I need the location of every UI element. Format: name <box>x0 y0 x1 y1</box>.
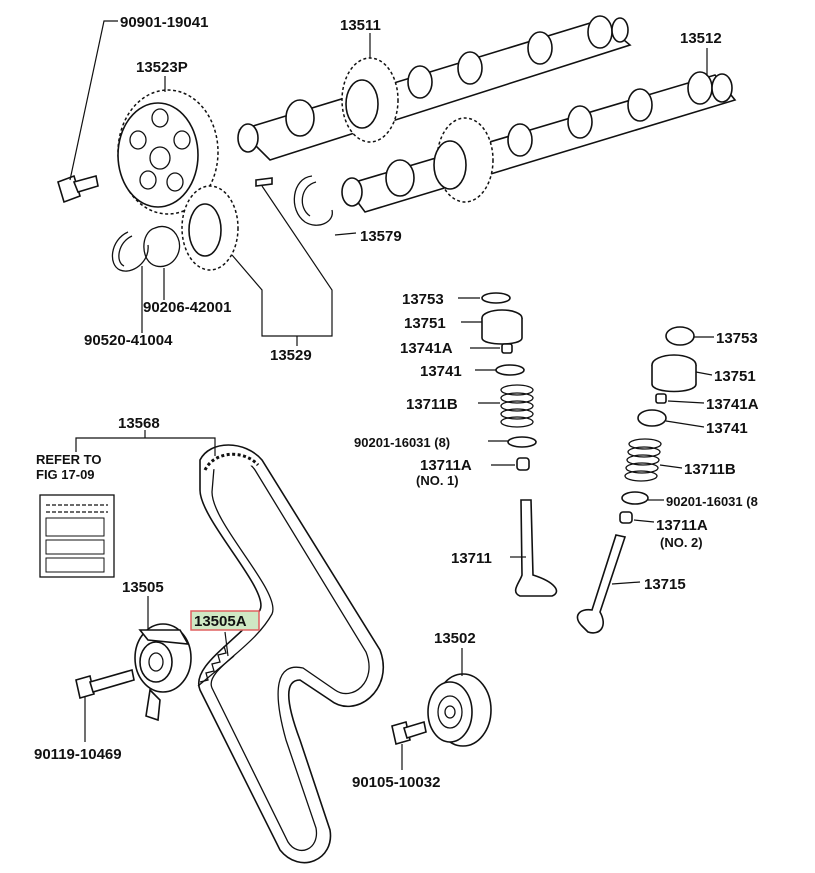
cam-gear-13511[interactable] <box>341 57 399 143</box>
bolt-90901-19041[interactable] <box>57 174 99 204</box>
timing-belt-13568[interactable] <box>197 444 385 864</box>
leader-lines-top <box>69 20 708 346</box>
label-90901-19041[interactable]: 90901-19041 <box>120 14 208 31</box>
guide-13711A-left[interactable] <box>516 457 530 471</box>
label-13505[interactable]: 13505 <box>122 579 164 596</box>
spring-13711B-right[interactable] <box>624 438 662 482</box>
label-13711B-left[interactable]: 13711B <box>406 396 458 413</box>
valve-stack-right <box>576 326 697 634</box>
label-13751-right[interactable]: 13751 <box>714 368 756 385</box>
leader-lines-13568 <box>75 430 216 456</box>
retainer-13741-right[interactable] <box>637 409 667 427</box>
label-13751-left[interactable]: 13751 <box>404 315 446 332</box>
shim-13753-left[interactable] <box>481 292 511 304</box>
seal-90201-16031-left[interactable] <box>507 436 537 448</box>
label-13512[interactable]: 13512 <box>680 30 722 47</box>
label-13529[interactable]: 13529 <box>270 347 312 364</box>
pin-13529[interactable] <box>255 177 273 187</box>
label-13505A[interactable]: 13505A <box>194 613 247 630</box>
camshaft-13511[interactable] <box>237 15 632 161</box>
keeper-13741A-right[interactable] <box>655 393 667 404</box>
label-13753-left[interactable]: 13753 <box>402 291 444 308</box>
label-13741A-right[interactable]: 13741A <box>706 396 759 413</box>
label-13711B-right[interactable]: 13711B <box>684 461 736 478</box>
label-13753-right[interactable]: 13753 <box>716 330 758 347</box>
timing-pulley-13523P[interactable] <box>117 89 219 215</box>
lifter-13751-right[interactable] <box>651 354 697 393</box>
valve-13711[interactable] <box>514 499 558 597</box>
label-13579[interactable]: 13579 <box>360 228 402 245</box>
label-13523P[interactable]: 13523P <box>136 59 188 76</box>
shim-13753-right[interactable] <box>665 326 695 346</box>
valve-stack-left <box>481 292 558 597</box>
label-13711[interactable]: 13711 <box>451 550 492 567</box>
snap-ring-90520-41004[interactable] <box>111 231 149 272</box>
label-13502[interactable]: 13502 <box>434 630 476 647</box>
leader-lines-bottom <box>84 596 463 770</box>
label-13568[interactable]: 13568 <box>118 415 160 432</box>
label-13711A-left-note: (NO. 1) <box>416 473 459 488</box>
label-90520-41004[interactable]: 90520-41004 <box>84 332 173 349</box>
label-90201-16031-left[interactable]: 90201-16031 (8) <box>354 435 450 450</box>
label-13711A-right-note: (NO. 2) <box>660 535 703 550</box>
sub-gear-13529[interactable] <box>181 185 239 271</box>
label-13741-right[interactable]: 13741 <box>706 420 748 437</box>
guide-13711A-right[interactable] <box>619 511 633 524</box>
highlight-13505A <box>190 610 260 631</box>
leader-lines-right-stack <box>611 336 714 585</box>
tensioner-pulley-13505[interactable] <box>134 623 192 722</box>
leader-lines-left-stack <box>458 297 526 558</box>
label-13741-left[interactable]: 13741 <box>420 363 462 380</box>
label-13711A-left[interactable]: 13711A <box>420 457 472 474</box>
part-labels: 90901-19041 13511 13512 13523P 13579 902… <box>34 14 759 791</box>
label-13715[interactable]: 13715 <box>644 576 686 593</box>
spring-13711B-left[interactable] <box>500 384 534 428</box>
wave-washer-90206-42001[interactable] <box>143 225 181 268</box>
label-90105-10032[interactable]: 90105-10032 <box>352 774 440 791</box>
lifter-13751-left[interactable] <box>481 309 523 345</box>
label-90119-10469[interactable]: 90119-10469 <box>34 746 122 763</box>
bolt-90105-10032[interactable] <box>391 720 427 746</box>
refer-to-line2[interactable]: FIG 17-09 <box>36 467 95 482</box>
bolt-90119-10469[interactable] <box>75 668 135 700</box>
keeper-13741A-left[interactable] <box>501 343 513 354</box>
label-13741A-left[interactable]: 13741A <box>400 340 453 357</box>
cam-gear-13512[interactable] <box>433 117 494 203</box>
reference-figure-box[interactable] <box>39 494 115 578</box>
label-90201-16031-right[interactable]: 90201-16031 (8 <box>666 494 758 509</box>
label-13511[interactable]: 13511 <box>340 17 381 34</box>
label-90206-42001[interactable]: 90206-42001 <box>143 299 231 316</box>
valve-13715[interactable] <box>576 534 627 634</box>
seal-90201-16031-right[interactable] <box>621 491 649 505</box>
idler-pulley-13502[interactable] <box>427 673 492 747</box>
snap-ring-13579[interactable] <box>293 175 333 226</box>
label-13711A-right[interactable]: 13711A <box>656 517 708 534</box>
refer-to-line1[interactable]: REFER TO <box>36 452 102 467</box>
retainer-13741-left[interactable] <box>495 364 525 376</box>
spring-13505A[interactable] <box>197 645 235 687</box>
